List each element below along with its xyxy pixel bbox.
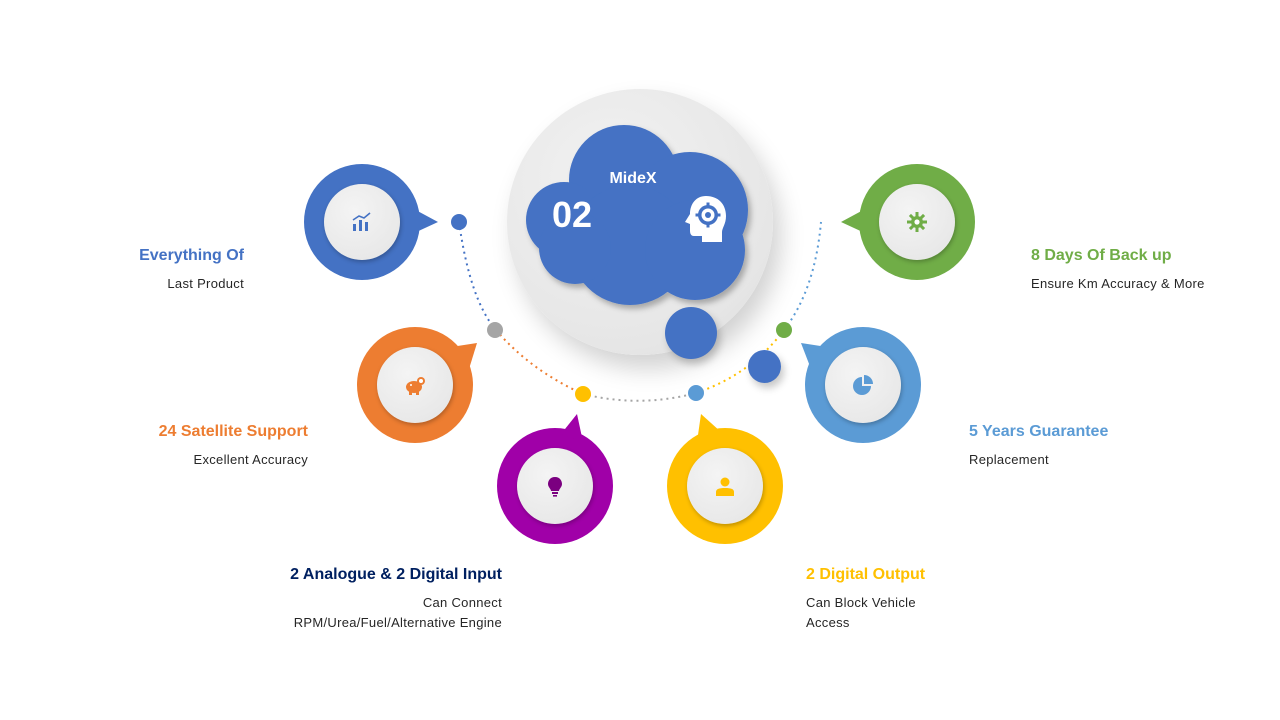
connector-dot-gray (487, 322, 503, 338)
center-bubble-small (748, 350, 781, 383)
center-number: 02 (551, 194, 593, 235)
node-backup (841, 162, 977, 282)
feature-desc: Can Block Vehicle (806, 595, 916, 610)
center-bubble-large (665, 307, 717, 359)
feature-desc: Excellent Accuracy (193, 452, 308, 467)
label-satellite: 24 Satellite Support Excellent Accuracy (100, 422, 308, 470)
label-analogue-input: 2 Analogue & 2 Digital Input Can Connect… (200, 565, 502, 633)
label-digital-output: 2 Digital Output Can Block Vehicle Acces… (806, 565, 1006, 633)
node-digital-output (665, 414, 785, 546)
center-cloud (526, 125, 748, 305)
label-everything-of: Everything Of Last Product (100, 246, 244, 294)
feature-title: 5 Years Guarantee (969, 423, 1109, 440)
feature-title: 2 Digital Output (806, 566, 926, 583)
person-icon (716, 477, 734, 496)
node-inner-disc (825, 347, 901, 423)
feature-title: Everything Of (139, 247, 244, 264)
feature-title: 24 Satellite Support (158, 423, 308, 440)
lightbulb-icon (548, 477, 562, 497)
head-gear-icon (685, 196, 726, 242)
connector-dot-light-blue (688, 385, 704, 401)
connector-dot-green (776, 322, 792, 338)
center-title: MideX (609, 170, 657, 187)
node-analogue-input (495, 414, 615, 546)
feature-desc: Ensure Km Accuracy & More (1031, 276, 1205, 291)
node-everything-of (302, 162, 438, 282)
feature-title: 2 Analogue & 2 Digital Input (290, 566, 502, 583)
label-backup: 8 Days Of Back up Ensure Km Accuracy & M… (1031, 246, 1261, 294)
node-guarantee (801, 325, 923, 445)
feature-title: 8 Days Of Back up (1031, 247, 1172, 264)
piggy-bank-icon (406, 377, 425, 395)
pie-chart-icon (853, 375, 873, 395)
bar-chart-icon (352, 212, 371, 231)
feature-desc: Last Product (167, 276, 244, 291)
gear-icon (907, 212, 927, 232)
feature-desc: RPM/Urea/Fuel/Alternative Engine (293, 615, 502, 630)
feature-desc: Can Connect (422, 595, 502, 610)
connector-dot-yellow (575, 386, 591, 402)
label-guarantee: 5 Years Guarantee Replacement (969, 422, 1169, 470)
node-satellite (355, 325, 477, 445)
feature-desc: Access (806, 615, 850, 630)
connector-dot-blue (451, 214, 467, 230)
feature-desc: Replacement (969, 452, 1049, 467)
